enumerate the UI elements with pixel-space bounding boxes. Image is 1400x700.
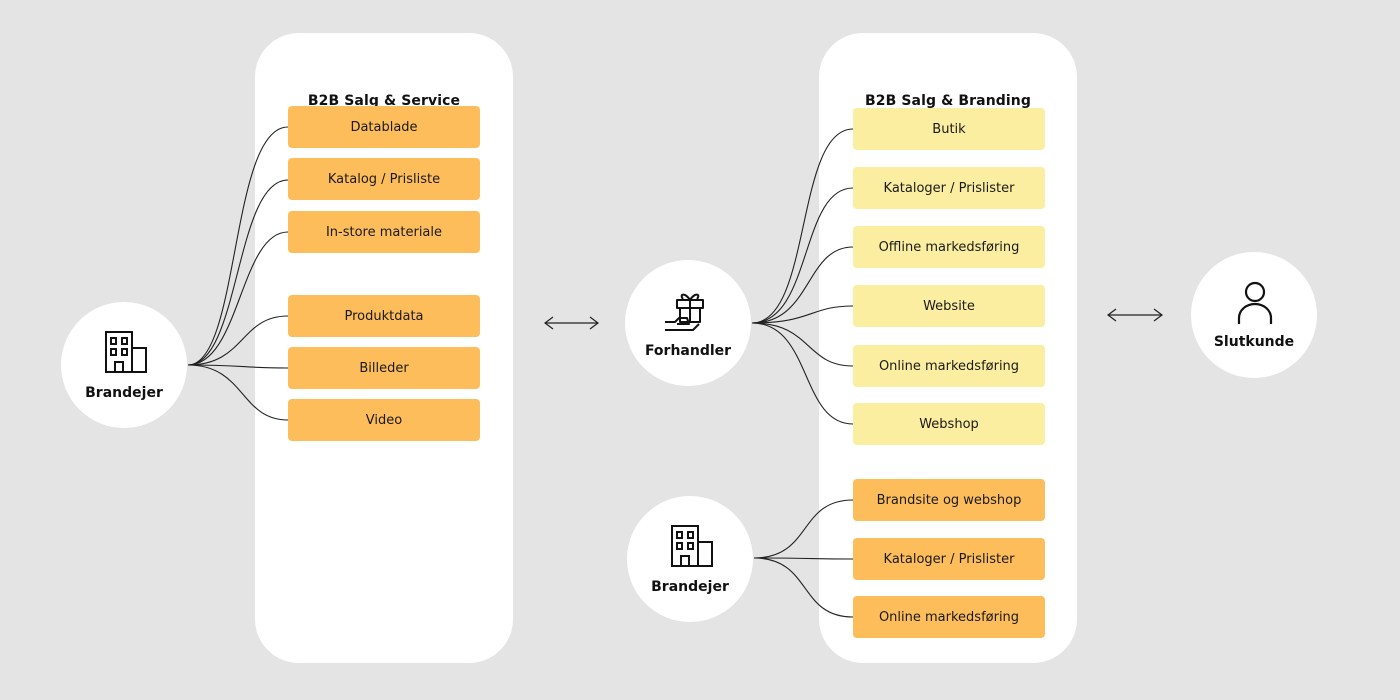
node-label: Slutkunde bbox=[1213, 334, 1295, 350]
box-katalog-prisliste: Katalog / Prisliste bbox=[288, 158, 480, 200]
double-arrow-icon bbox=[1107, 308, 1163, 322]
box-kataloger-prislister-brand: Kataloger / Prislister bbox=[853, 538, 1045, 580]
box-label: Offline markedsføring bbox=[878, 239, 1020, 255]
box-online-markedsforing-brand: Online markedsføring bbox=[853, 596, 1045, 638]
panel-title: B2B Salg & Service bbox=[307, 93, 461, 109]
node-label: Brandejer bbox=[651, 579, 729, 595]
box-label: Video bbox=[365, 412, 403, 428]
box-webshop: Webshop bbox=[853, 403, 1045, 445]
box-label: In-store materiale bbox=[325, 224, 443, 240]
box-butik: Butik bbox=[853, 108, 1045, 150]
box-brandsite-og-webshop: Brandsite og webshop bbox=[853, 479, 1045, 521]
gift-hand-icon bbox=[665, 293, 704, 331]
box-online-markedsforing: Online markedsføring bbox=[853, 345, 1045, 387]
node-brandejer-left: Brandejer bbox=[61, 302, 187, 428]
node-slutkunde: Slutkunde bbox=[1191, 252, 1317, 378]
box-label: Datablade bbox=[350, 119, 418, 135]
building-icon bbox=[105, 331, 147, 373]
node-label: Forhandler bbox=[644, 343, 732, 359]
box-billeder: Billeder bbox=[288, 347, 480, 389]
box-label: Billeder bbox=[359, 360, 409, 376]
node-label: Brandejer bbox=[85, 385, 163, 401]
box-datablade: Datablade bbox=[288, 106, 480, 148]
panel-title: B2B Salg & Branding bbox=[865, 93, 1031, 109]
box-produktdata: Produktdata bbox=[288, 295, 480, 337]
box-label: Webshop bbox=[919, 416, 979, 432]
box-video: Video bbox=[288, 399, 480, 441]
box-website: Website bbox=[853, 285, 1045, 327]
box-label: Kataloger / Prislister bbox=[883, 551, 1015, 567]
box-label: Butik bbox=[932, 121, 966, 137]
box-label: Online markedsføring bbox=[878, 609, 1020, 625]
box-label: Katalog / Prisliste bbox=[327, 171, 441, 187]
box-kataloger-prislister: Kataloger / Prislister bbox=[853, 167, 1045, 209]
box-in-store-materiale: In-store materiale bbox=[288, 211, 480, 253]
box-label: Kataloger / Prislister bbox=[883, 180, 1015, 196]
box-label: Produktdata bbox=[344, 308, 424, 324]
box-offline-markedsforing: Offline markedsføring bbox=[853, 226, 1045, 268]
box-label: Website bbox=[923, 298, 975, 314]
person-icon bbox=[1237, 281, 1273, 324]
node-forhandler: Forhandler bbox=[625, 260, 751, 386]
box-label: Brandsite og webshop bbox=[876, 492, 1022, 508]
box-label: Online markedsføring bbox=[878, 358, 1020, 374]
building-icon bbox=[671, 525, 713, 567]
double-arrow-icon bbox=[544, 316, 599, 330]
node-brandejer-right: Brandejer bbox=[627, 496, 753, 622]
